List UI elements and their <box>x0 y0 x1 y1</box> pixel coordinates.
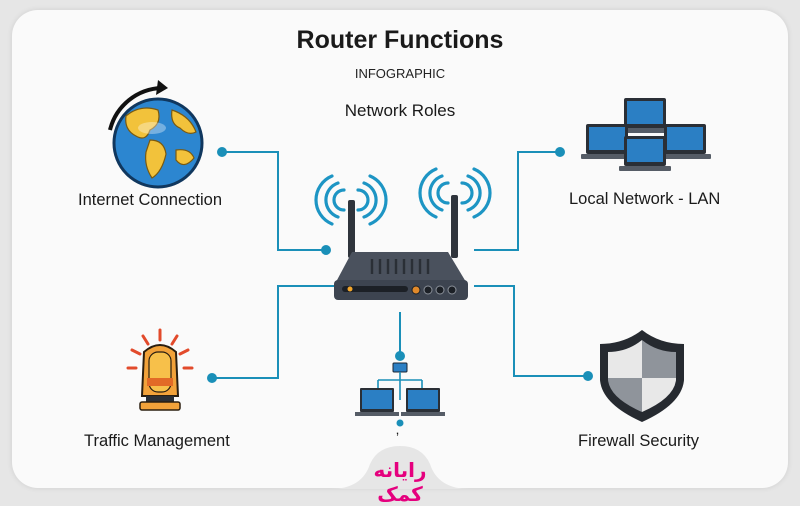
globe-icon <box>108 80 204 189</box>
computers-icon <box>581 98 711 171</box>
antenna-right <box>451 195 458 258</box>
brand-logo: رایانه کمک <box>373 458 427 506</box>
connector-traffic <box>212 285 334 379</box>
label-local-network: Local Network - LAN <box>569 190 721 208</box>
connector-internet <box>222 151 326 251</box>
label-firewall-security: Firewall Security <box>578 432 700 450</box>
shield-icon <box>600 330 684 422</box>
connector-dots <box>207 147 593 383</box>
switch-network-icon <box>355 362 445 427</box>
wifi-waves-right <box>418 167 492 219</box>
connector-lan <box>474 151 560 251</box>
label-switching: ʼ <box>396 430 400 446</box>
router-icon <box>314 167 492 300</box>
page-subtitle: INFOGRAPHIC <box>354 66 446 81</box>
antenna-left <box>348 200 355 258</box>
connector-firewall <box>474 285 588 377</box>
label-internet-connection: Internet Connection <box>78 191 223 209</box>
traffic-light-icon <box>126 328 194 411</box>
connector-lines <box>212 151 588 379</box>
label-traffic-management: Traffic Management <box>84 432 230 450</box>
bottom-notch <box>330 446 470 489</box>
section-heading: Network Roles <box>344 101 456 120</box>
wifi-waves-left <box>314 174 388 226</box>
page-title: Router Functions <box>296 26 504 54</box>
